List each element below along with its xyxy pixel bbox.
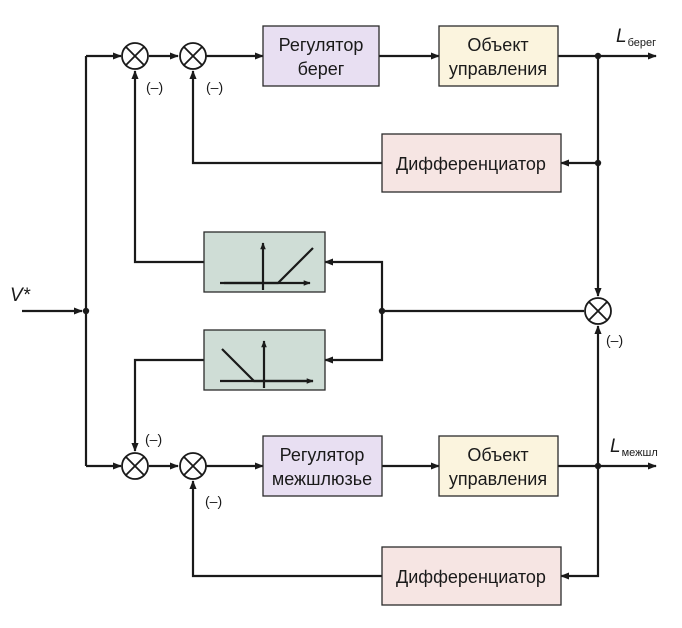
wire-split-to-nl-top bbox=[324, 258, 384, 311]
plant-bottom-label-2: управления bbox=[449, 469, 547, 489]
summing-junction-right bbox=[584, 297, 612, 325]
plant-bottom-label-1: Объект bbox=[467, 445, 528, 465]
plant-top-block: Объект управления bbox=[438, 25, 559, 87]
junction-split bbox=[378, 307, 386, 315]
plant-bottom-block: Объект управления bbox=[438, 435, 559, 497]
regulator-top-label-2: берег bbox=[298, 59, 345, 79]
plant-top-label-1: Объект bbox=[467, 35, 528, 55]
wire-top-to-diff bbox=[560, 56, 600, 167]
output-top-symbol: L bbox=[616, 26, 627, 47]
sign-sum-bottom-1: (–) bbox=[145, 431, 162, 447]
wire-split-to-nl-bottom bbox=[324, 311, 384, 364]
wire-nl-bottom-to-sum-bottom-1 bbox=[131, 358, 204, 452]
wires bbox=[22, 52, 657, 580]
regulator-bottom-block: Регулятор межшлюзье bbox=[262, 435, 383, 497]
dead-zone-negative-icon bbox=[220, 340, 314, 388]
output-bottom-symbol: L bbox=[610, 436, 621, 457]
regulator-top-label-1: Регулятор bbox=[279, 35, 364, 55]
differentiator-bottom-label: Дифференциатор bbox=[396, 567, 546, 587]
junction-bottom-output bbox=[594, 462, 602, 470]
wire-diff-bottom-to-sum bbox=[189, 480, 382, 578]
wire-bottom-to-diff bbox=[560, 466, 600, 580]
output-bottom-label: Lмежшл bbox=[610, 436, 658, 459]
junction-top-diff bbox=[594, 159, 602, 167]
sign-sum-top-2: (–) bbox=[206, 79, 223, 95]
differentiator-top-label: Дифференциатор bbox=[396, 154, 546, 174]
nonlinearity-bottom-block bbox=[203, 329, 326, 391]
summing-junction-bottom-1 bbox=[121, 452, 149, 480]
summing-junction-top-1 bbox=[121, 42, 149, 70]
regulator-bottom-label-1: Регулятор bbox=[280, 445, 365, 465]
sign-sum-bottom-2: (–) bbox=[205, 493, 222, 509]
differentiator-top-block: Дифференциатор bbox=[381, 133, 562, 193]
input-label: V* bbox=[10, 285, 31, 306]
regulator-top-block: Регулятор берег bbox=[262, 25, 380, 87]
junction-top-output bbox=[594, 52, 602, 60]
dead-zone-positive-icon bbox=[220, 242, 314, 290]
output-top-label: Lберег bbox=[616, 26, 656, 49]
sign-sum-right: (–) bbox=[606, 332, 623, 348]
summing-junction-bottom-2 bbox=[179, 452, 207, 480]
differentiator-bottom-block: Дифференциатор bbox=[381, 546, 562, 606]
output-bottom-subscript: межшл bbox=[622, 447, 658, 459]
summing-junction-top-2 bbox=[179, 42, 207, 70]
sign-sum-top-1: (–) bbox=[146, 79, 163, 95]
wire-diff-top-to-sum bbox=[189, 70, 382, 165]
regulator-bottom-label-2: межшлюзье bbox=[272, 469, 372, 489]
nonlinearity-top-block bbox=[203, 231, 326, 293]
wire-nl-top-to-sum-top-1 bbox=[131, 70, 204, 264]
junction-left-bus bbox=[82, 307, 90, 315]
output-top-subscript: берег bbox=[628, 37, 657, 49]
plant-top-label-2: управления bbox=[449, 59, 547, 79]
